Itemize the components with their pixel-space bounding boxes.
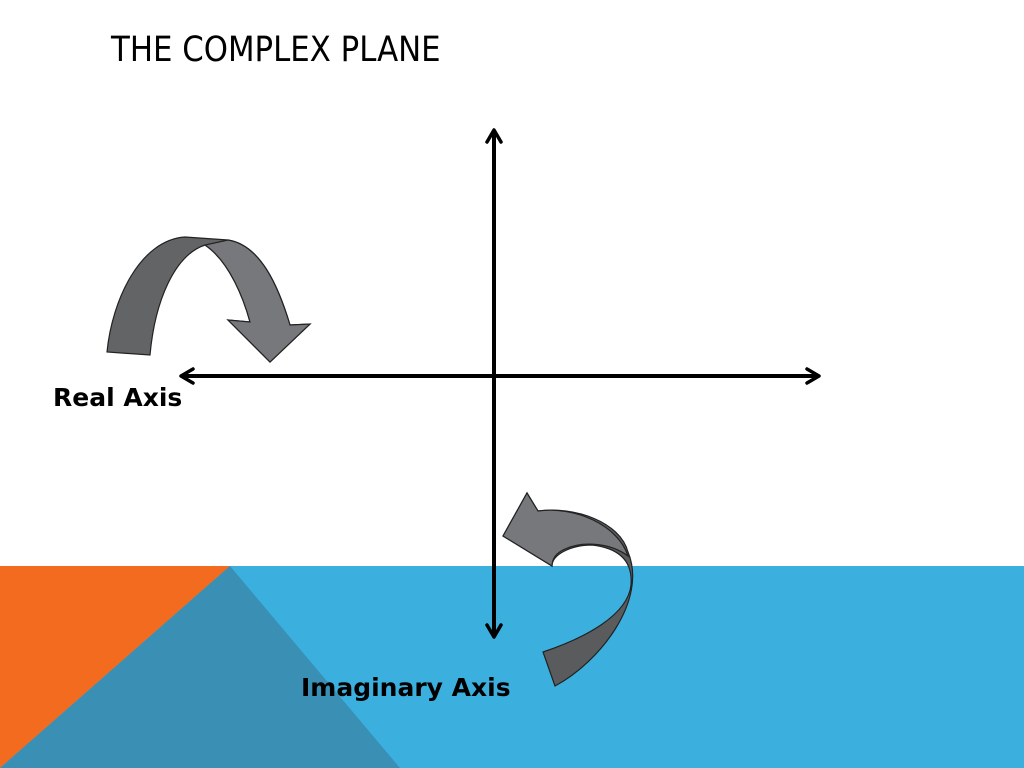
- footer-band: [0, 566, 1024, 768]
- imaginary-axis-curved-arrow: [502, 491, 634, 687]
- imaginary-axis-label: Imaginary Axis: [301, 673, 511, 702]
- footer-teal-triangle: [0, 566, 400, 768]
- real-axis-curved-arrow: [106, 236, 312, 363]
- slide-title: THE COMPLEX PLANE: [111, 30, 441, 70]
- real-axis-label: Real Axis: [53, 383, 183, 412]
